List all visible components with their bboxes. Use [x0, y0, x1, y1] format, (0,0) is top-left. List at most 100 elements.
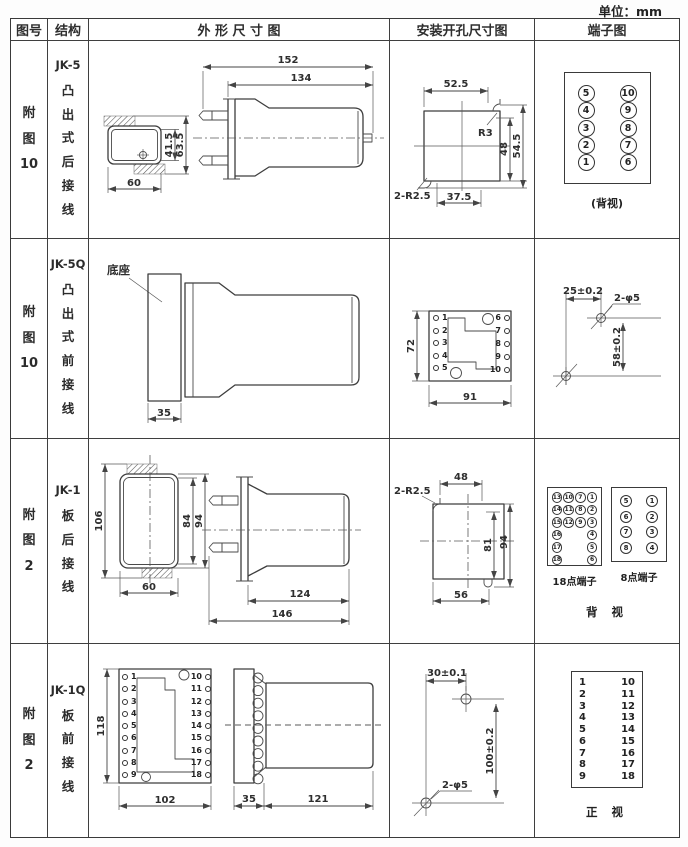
- row-jk1q-mounting-drawing: 30±0.1 100±0.2 2-φ5: [390, 644, 535, 837]
- spec-table: 图号 结构 外 形 尺 寸 图 安装开孔尺寸图 端子图 附图10 JK-5 凸出…: [10, 18, 680, 838]
- header-outline: 外 形 尺 寸 图: [89, 19, 390, 41]
- row-jk1q-figure: 附图2: [11, 644, 48, 837]
- dim-mount-height-inner: 81: [483, 538, 494, 552]
- row-jk5q-outline-drawing: 底座 35: [89, 239, 390, 439]
- terminal-number: 10: [191, 673, 211, 681]
- jk1q-front-view: 118 102: [96, 668, 212, 810]
- terminal-point: 9: [619, 102, 637, 120]
- dim-front-outer-height: 63.5: [175, 133, 186, 158]
- terminal-point: 15: [551, 517, 563, 528]
- terminal-number: 11: [621, 688, 635, 700]
- dim-hole-spacing-x: 25±0.2: [563, 286, 603, 297]
- label-corner-radius: R3: [478, 128, 493, 139]
- header-mounting: 安装开孔尺寸图: [390, 19, 535, 41]
- dim-mount-width-bottom: 37.5: [447, 192, 472, 203]
- screw-symbol: [137, 149, 149, 161]
- model-label: JK-5: [55, 57, 81, 72]
- jk1-mounting-svg: 2-R2.5 48 81 94 56: [394, 472, 517, 605]
- row-jk1-structure: JK-1 板后接线: [48, 439, 89, 644]
- terminal-number: 2: [579, 688, 586, 700]
- terminal-point: 8: [620, 541, 632, 554]
- dim-mount-width: 91: [463, 392, 477, 403]
- terminal-number: 16: [191, 746, 211, 755]
- terminal-18pt-caption: 18点端子: [552, 577, 597, 588]
- terminal-number: 2: [433, 326, 448, 335]
- terminal-number: 4: [579, 712, 586, 724]
- structure-label: 凸出式前接线: [61, 281, 75, 416]
- dim-mount-width-top: 52.5: [444, 79, 469, 90]
- terminal-point: 2: [586, 504, 598, 515]
- row-jk5q-structure: JK-5Q 凸出式前接线: [48, 239, 89, 439]
- model-label: JK-1Q: [50, 682, 86, 697]
- terminal-number: 1: [579, 677, 586, 688]
- terminal-point: 11: [563, 504, 574, 515]
- terminal-point: 18: [551, 554, 563, 565]
- dim-body-length: 121: [308, 794, 329, 805]
- row-jk1-outline-drawing: 106 84 94 60: [89, 439, 390, 644]
- dim-mount-height-outer: 54.5: [512, 134, 523, 159]
- terminal-number: 16: [621, 747, 635, 759]
- terminal-number: 7: [579, 747, 586, 759]
- terminal-8pt-caption: 8点端子: [620, 573, 658, 584]
- terminal-number: 5: [433, 364, 448, 372]
- terminal-number: 17: [621, 759, 635, 771]
- terminal-point: 14: [551, 504, 563, 515]
- figure-label: 附图10: [20, 305, 39, 372]
- dim-side-length-outer: 152: [278, 55, 299, 66]
- terminal-number: 13: [621, 712, 635, 724]
- header-figure: 图号: [11, 19, 48, 41]
- figure-label: 附图10: [20, 106, 39, 173]
- dim-hole-spacing-x: 30±0.1: [427, 668, 467, 679]
- terminal-number: 14: [191, 722, 211, 730]
- terminal-number: 15: [621, 735, 635, 747]
- model-label: JK-5Q: [50, 256, 86, 271]
- jk5-side-view: 152 134: [193, 55, 384, 180]
- terminal-number: 11: [191, 685, 211, 693]
- jk5-outline-svg: 41.5 63.5 60 152 134: [103, 55, 384, 193]
- terminal-point: 1: [646, 495, 658, 507]
- terminal-number: 7: [122, 746, 137, 755]
- label-mount-holes: 2-R2.5: [394, 486, 431, 497]
- terminal-number: 6: [495, 314, 510, 322]
- dim-mount-height-inner: 48: [499, 142, 510, 156]
- terminal-number: 10: [621, 677, 635, 688]
- jk5-front-view: 41.5 63.5 60: [103, 115, 189, 193]
- terminal-point: 12: [563, 517, 574, 528]
- terminal-number: 9: [495, 353, 510, 361]
- terminal-point: 4: [577, 102, 595, 120]
- terminal-number: 8: [579, 759, 586, 771]
- terminal-number: 1: [122, 673, 137, 681]
- terminal-number: 4: [433, 351, 448, 360]
- view-caption: 正 视: [585, 805, 628, 819]
- jk1q-side-view: 35 121: [225, 668, 383, 810]
- terminal-number: 7: [495, 327, 510, 335]
- dim-mount-width-bottom: 56: [454, 590, 468, 601]
- terminal-caption: (背视): [590, 197, 624, 210]
- terminal-number: 12: [191, 697, 211, 706]
- figure-label: 附图2: [22, 707, 36, 774]
- terminal-point: 10: [563, 492, 574, 503]
- row-jk5-figure: 附图10: [11, 41, 48, 239]
- terminal-number: 6: [579, 735, 586, 747]
- terminal-number: 18: [621, 771, 635, 782]
- terminal-number: 9: [122, 771, 137, 779]
- terminal-number: 12: [621, 700, 635, 712]
- terminal-point: 3: [586, 517, 598, 528]
- structure-label: 板前接线: [61, 707, 75, 794]
- header-structure: 结构: [48, 19, 89, 41]
- row-jk5-mounting-drawing: R3 2-R2.5 52.5 48 54.5 37.5: [390, 41, 535, 239]
- dim-mount-height-outer: 94: [499, 535, 510, 549]
- terminal-point: 4: [586, 529, 598, 540]
- row-jk1-mounting-drawing: 2-R2.5 48 81 94 56: [390, 439, 535, 644]
- terminal-point: 5: [586, 542, 598, 553]
- terminal-number: 13: [191, 709, 211, 718]
